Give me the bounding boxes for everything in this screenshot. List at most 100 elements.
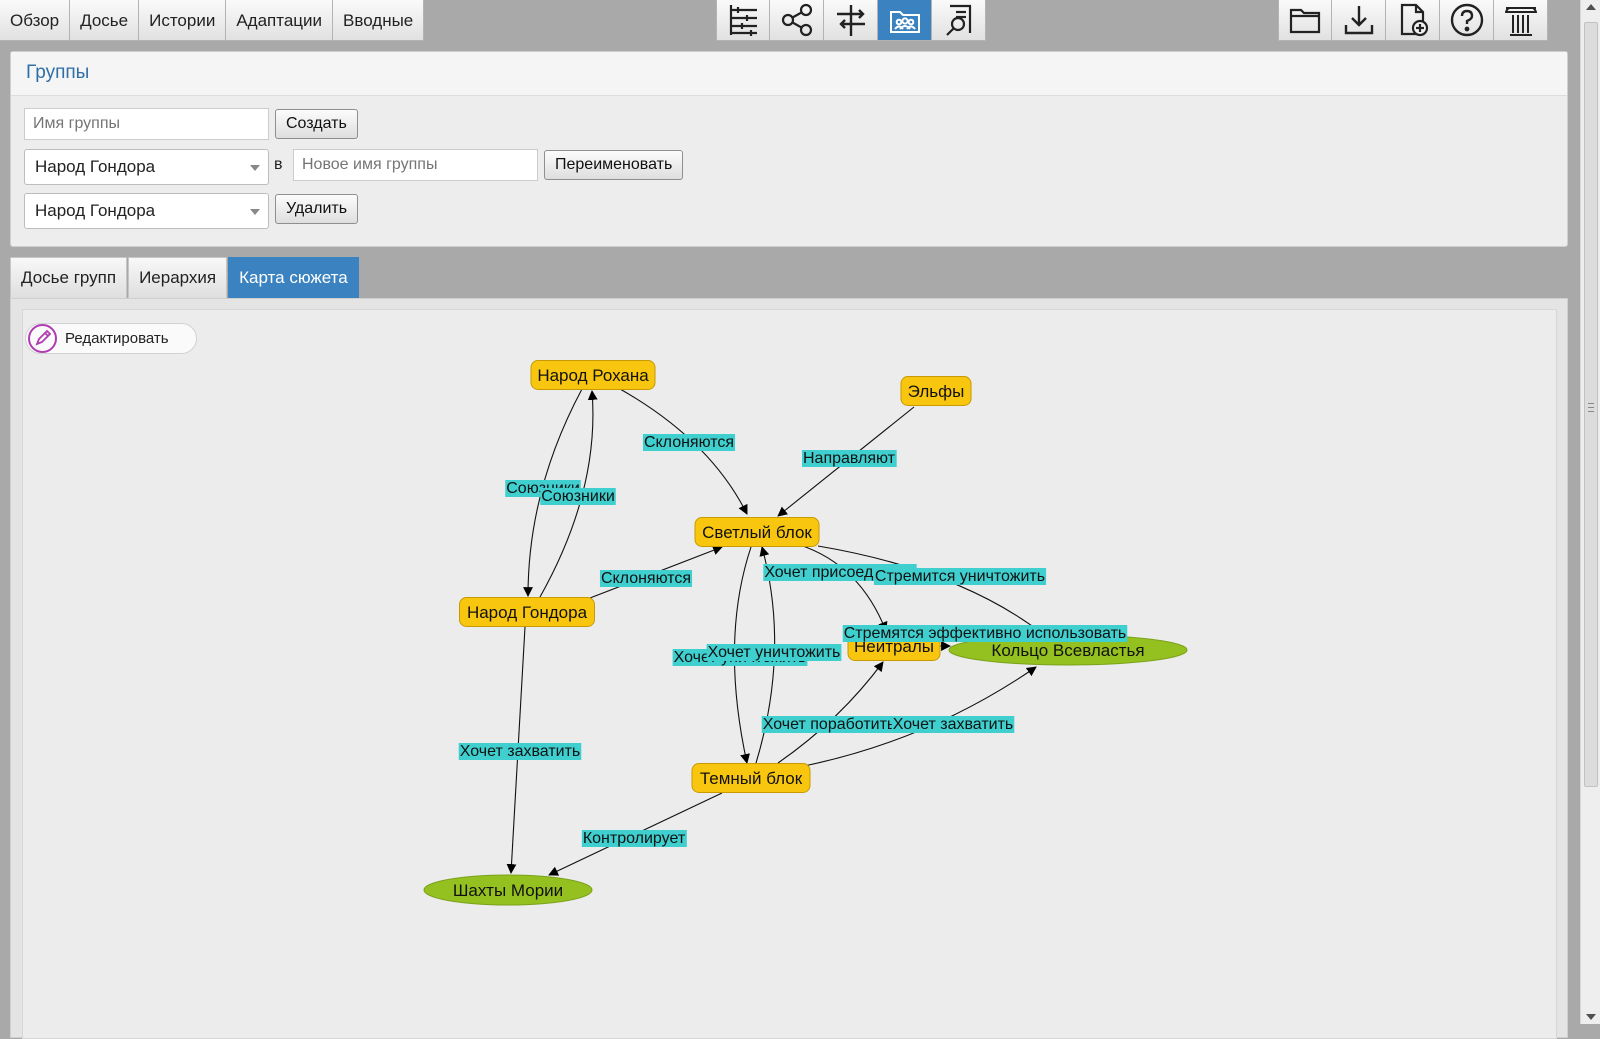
top-bar: Обзор Досье Истории Адаптации Вводные (0, 0, 1575, 41)
chevron-down-icon (250, 165, 260, 171)
group-name-input[interactable] (24, 108, 269, 140)
edge-label: Союзники (541, 488, 615, 505)
timeline-button[interactable] (716, 0, 770, 41)
edge-arrow (619, 388, 748, 515)
edge-label-background (706, 644, 842, 661)
about-button[interactable] (1494, 0, 1548, 41)
graph-node-rohan[interactable]: Народ Рохана (530, 360, 656, 390)
view-switcher (716, 0, 986, 41)
open-folder-icon (1289, 8, 1321, 34)
page-scrollbar[interactable] (1580, 0, 1600, 1024)
plot-map-canvas (22, 309, 1557, 1039)
nav-tab-intro[interactable]: Вводные (333, 0, 425, 41)
new-document-button[interactable] (1386, 0, 1440, 41)
edge-label: Склоняются (601, 570, 691, 587)
pencil-icon (28, 324, 57, 353)
edge-label: Склоняются (644, 434, 734, 451)
graph-node-light[interactable]: Светлый блок (694, 517, 820, 547)
graph-node-ring[interactable]: Кольцо Всевластья (948, 634, 1188, 666)
column-pillar-icon (1504, 7, 1537, 36)
rename-group-select[interactable]: Народ Гондора (24, 149, 269, 185)
document-search-icon (945, 4, 971, 36)
rename-in-label: в (274, 156, 283, 173)
node-shape (459, 597, 595, 627)
node-label: Эльфы (908, 382, 965, 401)
scroll-thumb[interactable] (1584, 22, 1598, 787)
create-group-button[interactable]: Создать (275, 109, 358, 139)
edge-label: Стремятся эффективно использовать (844, 625, 1127, 642)
groups-title: Группы (11, 52, 1567, 96)
node-label: Кольцо Всевластья (991, 641, 1144, 660)
edge-label-background (761, 716, 897, 733)
groups-folder-icon (889, 11, 920, 33)
graph-node-gondor[interactable]: Народ Гондора (459, 597, 595, 627)
scroll-up-arrow-icon[interactable] (1586, 4, 1596, 10)
edge-arrow (777, 661, 884, 764)
help-icon (1450, 3, 1483, 37)
chevron-down-icon (250, 209, 260, 215)
node-shape (423, 874, 593, 906)
edge-label-background (642, 434, 736, 451)
delete-group-selected: Народ Гондора (35, 201, 156, 220)
node-label: Народ Гондора (467, 603, 588, 622)
edge-label: Стремится уничтожить (875, 568, 1045, 585)
edge-label-background (891, 716, 1015, 733)
edge-label-background (873, 568, 1047, 585)
network-button[interactable] (770, 0, 824, 41)
tab-plot-map[interactable]: Карта сюжета (228, 257, 359, 299)
new-group-name-input[interactable] (293, 149, 538, 181)
share-network-icon (781, 3, 812, 37)
graph-node-dark[interactable]: Темный блок (691, 763, 811, 793)
download-button[interactable] (1332, 0, 1386, 41)
edge-label: Хочет поработить (763, 716, 896, 733)
graph-node-moria[interactable]: Шахты Мории (423, 874, 593, 906)
relations-button[interactable] (824, 0, 878, 41)
edge-label-background (599, 570, 693, 587)
edit-map-button[interactable]: Редактировать (25, 323, 197, 354)
node-shape (900, 376, 972, 406)
edge-label: Контролирует (583, 830, 686, 847)
file-toolbar (1278, 0, 1548, 41)
node-label: Народ Рохана (537, 366, 649, 385)
delete-group-button[interactable]: Удалить (275, 194, 359, 224)
node-shape (694, 517, 820, 547)
nav-tab-overview[interactable]: Обзор (0, 0, 71, 41)
plot-map-panel (10, 298, 1568, 1039)
new-document-icon (1400, 3, 1428, 37)
tab-group-dossier[interactable]: Досье групп (10, 257, 128, 299)
rename-group-button[interactable]: Переименовать (544, 150, 684, 180)
nav-tab-dossier[interactable]: Досье (70, 0, 140, 41)
edge-arrow (817, 545, 1044, 635)
nav-tab-stories[interactable]: Истории (139, 0, 227, 41)
edge-label-background (581, 830, 687, 847)
edge-label: Хочет захватить (460, 743, 581, 760)
node-label: Светлый блок (702, 523, 812, 542)
help-button[interactable] (1440, 0, 1494, 41)
node-shape (691, 763, 811, 793)
edge-label-background (540, 488, 616, 505)
timeline-icon (729, 5, 757, 36)
split-arrows-icon (836, 5, 865, 36)
edge-label-background (458, 743, 582, 760)
groups-panel: Группы Создать Народ Гондора в Переимено… (10, 51, 1568, 247)
scroll-down-arrow-icon[interactable] (1586, 1014, 1596, 1020)
tab-hierarchy[interactable]: Иерархия (128, 257, 228, 299)
node-label: Темный блок (700, 769, 803, 788)
download-icon (1344, 6, 1373, 35)
edit-map-label: Редактировать (65, 330, 169, 347)
groups-button[interactable] (878, 0, 932, 41)
delete-group-select[interactable]: Народ Гондора (24, 193, 269, 229)
open-button[interactable] (1278, 0, 1332, 41)
edge-label: Направляют (803, 450, 896, 467)
graph-node-elves[interactable]: Эльфы (900, 376, 972, 406)
edge-label: Хочет уничтожить (708, 644, 841, 661)
search-docs-button[interactable] (932, 0, 986, 41)
node-shape (530, 360, 656, 390)
edge-label-background (842, 625, 1128, 642)
rename-group-selected: Народ Гондора (35, 157, 156, 176)
main-nav: Обзор Досье Истории Адаптации Вводные (0, 0, 425, 41)
nav-tab-adaptations[interactable]: Адаптации (226, 0, 334, 41)
edge-label-background (801, 450, 897, 467)
grip-icon (1588, 403, 1594, 412)
